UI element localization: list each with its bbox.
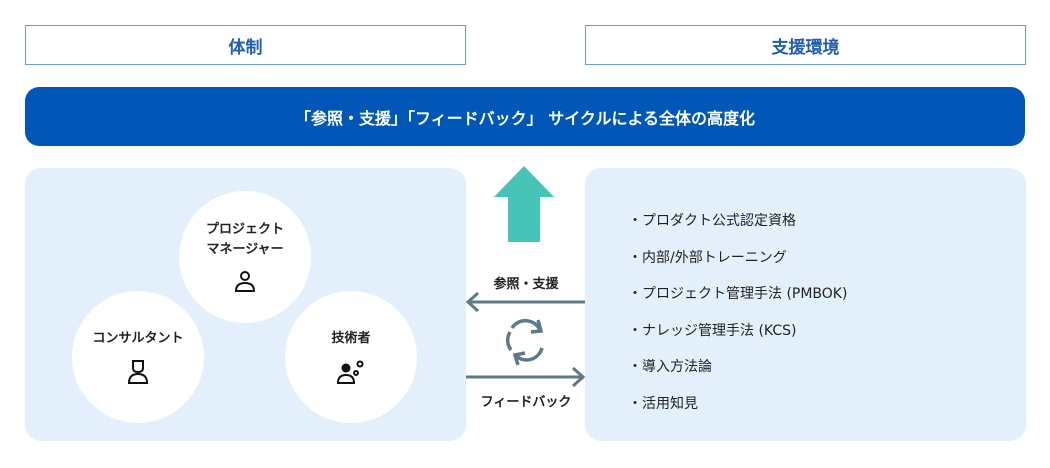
engineer-gear-icon (336, 360, 364, 384)
role-engineer: 技術者 (285, 291, 417, 423)
reference-support-label: 参照・支援 (493, 277, 559, 292)
structure-header: 体制 (25, 25, 466, 65)
role-project-manager: プロジェクト マネージャー (179, 191, 311, 323)
role-consultant: コンサルタント (72, 291, 204, 423)
pm-label-line2: マネージャー (206, 242, 284, 257)
cycle-arrows (466, 166, 586, 388)
right-arrow (466, 366, 586, 388)
consultant-label: コンサルタント (92, 331, 184, 346)
person-icon (234, 271, 256, 292)
up-arrow (494, 166, 554, 242)
pm-label-line1: プロジェクト (205, 222, 284, 237)
refresh-icon (505, 318, 544, 366)
engineer-label: 技術者 (331, 331, 371, 346)
cycle-banner: 「参照・支援」「フィードバック」 サイクルによる全体の高度化 (25, 87, 1025, 146)
list-item: ・ナレッジ管理手法 (KCS) (628, 322, 797, 339)
list-item: ・プロジェクト管理手法 (PMBOK) (628, 286, 848, 302)
feedback-label: フィードバック (480, 395, 572, 410)
resource-list: ・プロダクト公式認定資格 ・内部/外部トレーニング ・プロジェクト管理手法 (P… (628, 203, 847, 422)
left-arrow (466, 291, 585, 313)
list-item: ・導入方法論 (628, 359, 712, 375)
list-item: ・プロダクト公式認定資格 (628, 213, 796, 229)
consultant-icon (127, 360, 149, 384)
support-panel (585, 168, 1026, 441)
support-environment-header: 支援環境 (585, 25, 1026, 65)
list-item: ・内部/外部トレーニング (628, 249, 787, 266)
list-item: ・活用知見 (628, 395, 698, 412)
